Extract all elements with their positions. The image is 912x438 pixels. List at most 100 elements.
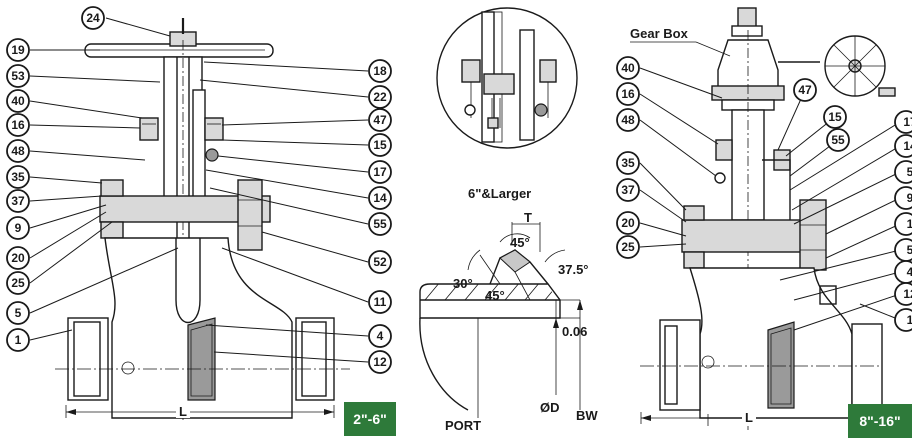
callout-22: 22 — [368, 85, 392, 109]
callout-55: 55 — [368, 212, 392, 236]
svg-text:4: 4 — [907, 265, 912, 279]
angle-45-mid: 45° — [485, 288, 505, 303]
svg-text:35: 35 — [621, 156, 635, 170]
callout-r-55: 55 — [826, 128, 850, 152]
svg-text:47: 47 — [798, 83, 812, 97]
callout-r-37: 37 — [616, 178, 640, 202]
callout-r-12: 12 — [894, 282, 912, 306]
callout-48: 48 — [6, 139, 30, 163]
dim-t-label: T — [524, 210, 532, 225]
svg-text:19: 19 — [11, 43, 25, 57]
right-length-label: L — [745, 410, 753, 425]
svg-text:55: 55 — [373, 217, 387, 231]
callout-47: 47 — [368, 108, 392, 132]
svg-text:5: 5 — [907, 165, 912, 179]
svg-text:20: 20 — [11, 251, 25, 265]
callout-r-1: 1 — [894, 212, 912, 236]
svg-text:53: 53 — [11, 69, 25, 83]
svg-text:16: 16 — [621, 87, 635, 101]
svg-text:17: 17 — [903, 115, 912, 129]
callout-24: 24 — [81, 6, 105, 30]
callout-r-5: 5 — [894, 160, 912, 184]
svg-text:24: 24 — [86, 11, 100, 25]
callout-r-48: 48 — [616, 108, 640, 132]
callout-16: 16 — [6, 113, 30, 137]
svg-text:40: 40 — [621, 61, 635, 75]
svg-text:11: 11 — [374, 295, 387, 309]
callout-20: 20 — [6, 246, 30, 270]
svg-text:14: 14 — [903, 139, 912, 153]
svg-text:25: 25 — [11, 276, 25, 290]
callout-r-4: 4 — [894, 260, 912, 284]
svg-text:2"-6": 2"-6" — [353, 411, 387, 427]
svg-text:5: 5 — [15, 306, 22, 320]
callout-15: 15 — [368, 133, 392, 157]
small-valve-drawing: L — [55, 18, 350, 420]
svg-text:16: 16 — [11, 118, 25, 132]
callout-11: 11 — [368, 290, 392, 314]
callout-r-14: 14 — [894, 134, 912, 158]
butt-weld-end-detail: 6"&Larger T — [419, 186, 598, 433]
callout-r-1b: 1 — [894, 308, 912, 332]
svg-text:37: 37 — [11, 194, 25, 208]
svg-text:12: 12 — [903, 287, 912, 301]
svg-text:15: 15 — [373, 138, 387, 152]
callout-r-25: 25 — [616, 235, 640, 259]
port-label: PORT — [445, 418, 481, 433]
svg-text:9: 9 — [15, 221, 22, 235]
dim-006-label: 0.06 — [562, 324, 587, 339]
callout-18: 18 — [368, 59, 392, 83]
angle-45-top: 45° — [510, 235, 530, 250]
large-valve-drawing: L Gear Box — [630, 7, 896, 430]
svg-text:55: 55 — [831, 133, 845, 147]
callout-5: 5 — [6, 301, 30, 325]
size-badge-large: 8"-16" — [848, 404, 912, 438]
callout-19: 19 — [6, 38, 30, 62]
callout-35: 35 — [6, 165, 30, 189]
svg-text:8"-16": 8"-16" — [859, 413, 900, 429]
svg-text:1: 1 — [907, 313, 912, 327]
callout-25: 25 — [6, 271, 30, 295]
svg-text:9: 9 — [907, 191, 912, 205]
gear-box-label: Gear Box — [630, 26, 689, 41]
callout-17: 17 — [368, 160, 392, 184]
callout-r-15: 15 — [823, 105, 847, 129]
svg-text:40: 40 — [11, 94, 25, 108]
callout-r-35: 35 — [616, 151, 640, 175]
right-callouts: 40 16 48 35 37 20 25 47 15 55 17 14 5 9 … — [616, 56, 912, 332]
callout-52: 52 — [368, 250, 392, 274]
callout-40: 40 — [6, 89, 30, 113]
svg-text:15: 15 — [828, 110, 842, 124]
svg-text:25: 25 — [621, 240, 635, 254]
svg-text:14: 14 — [373, 191, 387, 205]
svg-text:52: 52 — [373, 255, 387, 269]
svg-text:35: 35 — [11, 170, 25, 184]
svg-text:22: 22 — [373, 90, 387, 104]
left-length-label: L — [179, 404, 187, 419]
svg-text:48: 48 — [621, 113, 635, 127]
callout-14: 14 — [368, 186, 392, 210]
callout-r-17: 17 — [894, 110, 912, 134]
angle-30-label: 30° — [453, 276, 473, 291]
callout-r-5b: 5 — [894, 238, 912, 262]
svg-text:20: 20 — [621, 216, 635, 230]
six-inch-larger-title: 6"&Larger — [468, 186, 531, 201]
svg-text:17: 17 — [373, 165, 387, 179]
svg-text:4: 4 — [377, 329, 384, 343]
callout-12: 12 — [368, 350, 392, 374]
svg-text:1: 1 — [907, 217, 912, 231]
svg-text:5: 5 — [907, 243, 912, 257]
callout-1: 1 — [6, 328, 30, 352]
callout-37: 37 — [6, 189, 30, 213]
callout-4: 4 — [368, 324, 392, 348]
dim-od-label: ØD — [540, 400, 560, 415]
svg-text:18: 18 — [373, 64, 387, 78]
left-callouts: 24 19 53 40 16 48 35 37 9 20 25 5 1 18 2… — [6, 6, 392, 374]
callout-r-20: 20 — [616, 211, 640, 235]
callout-r-9: 9 — [894, 186, 912, 210]
packing-detail-circle — [436, 7, 578, 149]
size-badge-small: 2"-6" — [344, 402, 396, 436]
angle-37-label: 37.5° — [558, 262, 589, 277]
svg-text:1: 1 — [15, 333, 22, 347]
